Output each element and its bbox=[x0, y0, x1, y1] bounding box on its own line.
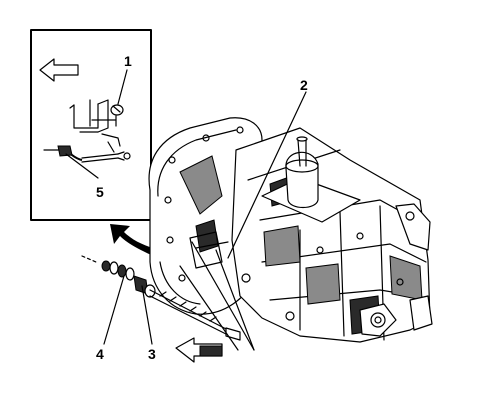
callout-5: 5 bbox=[96, 184, 104, 200]
callout-1: 1 bbox=[124, 53, 132, 69]
right-arrow-icon bbox=[175, 337, 223, 363]
curved-arrow-icon bbox=[110, 224, 160, 258]
callout-3: 3 bbox=[148, 346, 156, 362]
inset-cable bbox=[43, 141, 131, 163]
cable-assembly bbox=[81, 255, 241, 341]
inset-detail-view: 1 5 bbox=[30, 29, 152, 221]
mounting-bracket bbox=[69, 99, 121, 147]
leader-lines bbox=[103, 91, 307, 351]
transmission-housing bbox=[148, 117, 433, 343]
retaining-clip bbox=[110, 104, 124, 116]
callout-2: 2 bbox=[300, 77, 308, 93]
left-arrow-icon bbox=[39, 58, 79, 82]
callout-4: 4 bbox=[96, 346, 104, 362]
